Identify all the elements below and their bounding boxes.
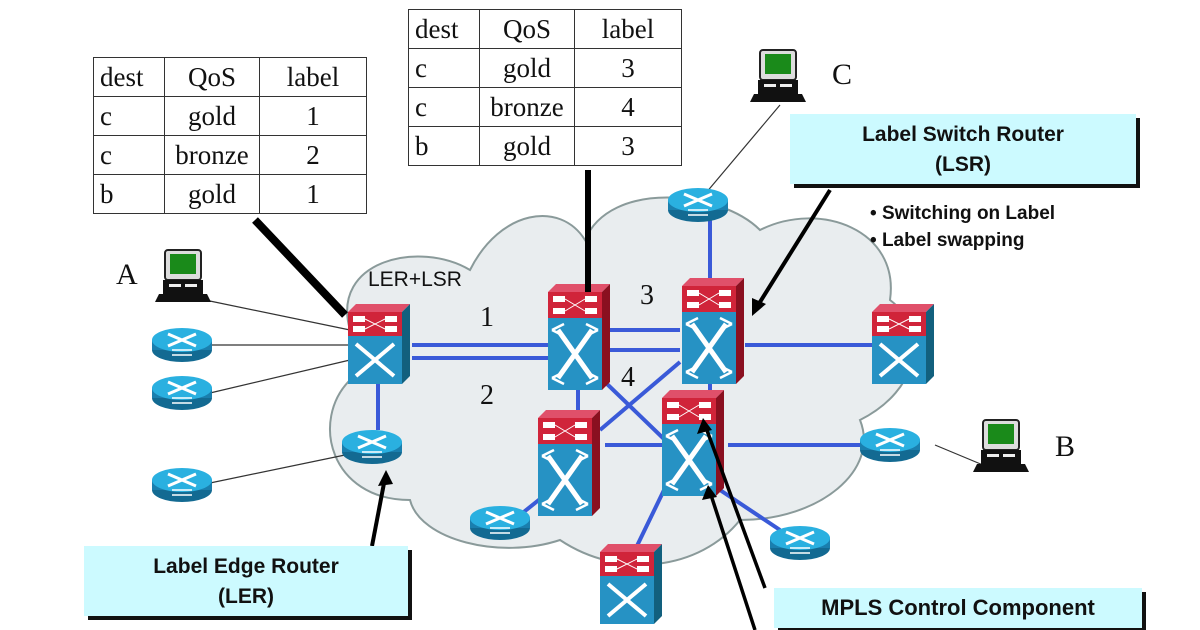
ler-lsr-label: LER+LSR — [368, 268, 462, 291]
host-a-computer-icon[interactable] — [154, 249, 212, 303]
table-row: b gold 3 — [408, 126, 682, 166]
table-row: c bronze 4 — [408, 87, 682, 127]
column-header: QoS — [164, 57, 260, 97]
table-cell: bronze — [164, 135, 260, 175]
table-header-row: dest QoS label — [408, 9, 682, 49]
lsr-switch-icon[interactable] — [548, 284, 610, 390]
table-row: c gold 1 — [93, 96, 367, 136]
router-icon[interactable] — [858, 426, 922, 464]
table-cell: b — [408, 126, 480, 166]
lsr-bullet-list: Switching on Label Label swapping — [870, 200, 1055, 254]
table-cell: b — [93, 174, 165, 214]
lsr-switch-icon[interactable] — [662, 390, 724, 496]
table-cell: c — [408, 87, 480, 127]
router-icon[interactable] — [666, 186, 730, 224]
mpls-control-callout: MPLS Control Component — [774, 588, 1142, 628]
column-header: label — [259, 57, 367, 97]
ler-lsr-switch-icon[interactable] — [346, 302, 412, 386]
edge-router-ler-icon[interactable] — [340, 428, 404, 466]
table-cell: 3 — [574, 48, 682, 88]
link-label-2: 2 — [480, 380, 494, 411]
table-cell: 1 — [259, 174, 367, 214]
router-icon[interactable] — [150, 466, 214, 504]
link-label-4: 4 — [621, 362, 635, 393]
lsr-switch-icon[interactable] — [870, 302, 936, 386]
router-icon[interactable] — [150, 326, 214, 364]
label-table-ler: dest QoS label c gold 1 c bronze 2 b gol… — [93, 57, 367, 214]
table-cell: c — [93, 96, 165, 136]
bullet-item: Label swapping — [870, 227, 1055, 254]
lsr-switch-icon[interactable] — [682, 278, 744, 384]
table-row: c gold 3 — [408, 48, 682, 88]
table-cell: gold — [479, 126, 575, 166]
ler-callout: Label Edge Router (LER) — [84, 546, 408, 616]
link-label-3: 3 — [640, 280, 654, 311]
table-row: b gold 1 — [93, 174, 367, 214]
column-header: label — [574, 9, 682, 49]
host-a-label: A — [116, 258, 138, 291]
lsr-callout-title: Label Switch Router — [862, 123, 1064, 146]
table-cell: c — [93, 135, 165, 175]
router-icon[interactable] — [468, 504, 532, 542]
column-header: dest — [93, 57, 165, 97]
host-b-label: B — [1055, 430, 1076, 463]
table-header-row: dest QoS label — [93, 57, 367, 97]
table-row: c bronze 2 — [93, 135, 367, 175]
link-label-1: 1 — [480, 302, 494, 333]
lsr-switch-icon[interactable] — [538, 410, 600, 516]
table-cell: 4 — [574, 87, 682, 127]
table-cell: c — [408, 48, 480, 88]
table-cell: 2 — [259, 135, 367, 175]
lsr-switch-icon[interactable] — [598, 542, 664, 626]
ler-callout-title: Label Edge Router — [153, 555, 339, 578]
pointer-lines — [252, 170, 832, 630]
column-header: QoS — [479, 9, 575, 49]
table-cell: 3 — [574, 126, 682, 166]
arrowheads — [378, 298, 766, 500]
table-cell: gold — [479, 48, 575, 88]
table-cell: gold — [164, 174, 260, 214]
column-header: dest — [408, 9, 480, 49]
bullet-item: Switching on Label — [870, 200, 1055, 227]
table-cell: 1 — [259, 96, 367, 136]
host-c-label: C — [832, 58, 853, 91]
access-links — [204, 104, 996, 484]
router-icon[interactable] — [150, 374, 214, 412]
router-icon[interactable] — [768, 524, 832, 562]
lsr-callout: Label Switch Router (LSR) — [790, 114, 1136, 184]
host-c-computer-icon[interactable] — [749, 49, 807, 103]
table-cell: bronze — [479, 87, 575, 127]
ler-callout-abbrev: (LER) — [218, 585, 274, 608]
label-table-lsr: dest QoS label c gold 3 c bronze 4 b gol… — [408, 9, 682, 166]
host-b-computer-icon[interactable] — [972, 419, 1030, 473]
lsr-callout-abbrev: (LSR) — [935, 153, 991, 176]
table-cell: gold — [164, 96, 260, 136]
